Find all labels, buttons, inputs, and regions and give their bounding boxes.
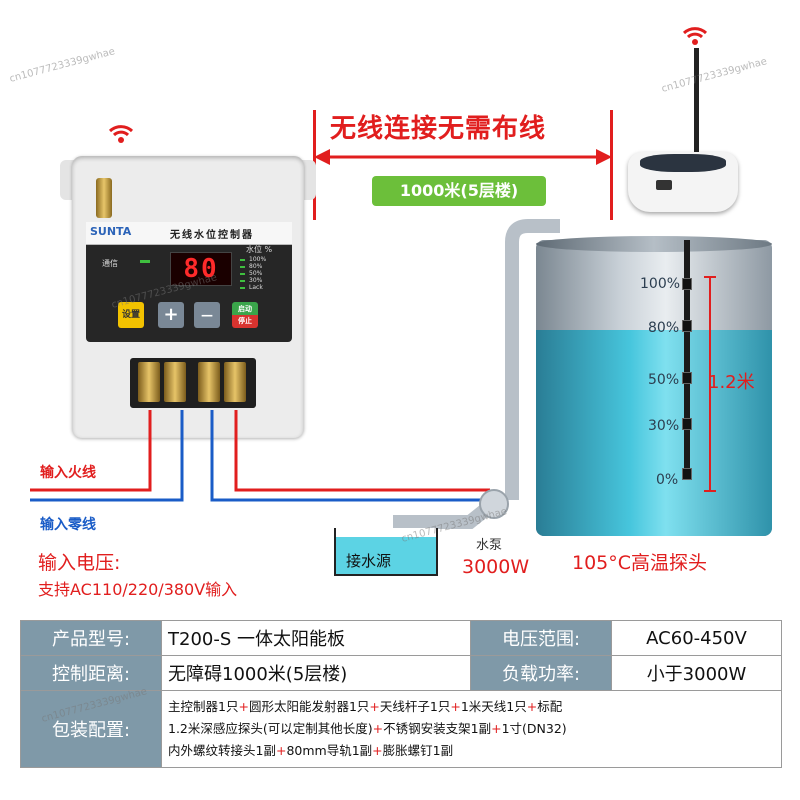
panel-title: 无线水位控制器 bbox=[170, 230, 254, 241]
tank-level-label: 100% bbox=[640, 276, 681, 292]
distance-arrow bbox=[314, 146, 612, 168]
wireless-headline: 无线连接无需布线 bbox=[330, 114, 547, 144]
antenna-rod bbox=[694, 48, 699, 174]
plus-button[interactable]: + bbox=[158, 302, 184, 328]
terminal-screw bbox=[224, 362, 246, 402]
package-item: 1寸(DN32) bbox=[501, 721, 567, 736]
probe-length: 1.2米 bbox=[708, 372, 755, 393]
voltage-support: 支持AC110/220/380V输入 bbox=[38, 580, 238, 599]
package-item: 主控制器1只 bbox=[168, 699, 239, 714]
level-indicator: 80% bbox=[240, 263, 266, 270]
level-indicator: 50% bbox=[240, 270, 266, 277]
distance-value: 无障碍1000米(5层楼) bbox=[161, 655, 471, 691]
comm-label: 通信 bbox=[102, 259, 118, 268]
level-indicator: 100% bbox=[240, 256, 266, 263]
spec-table: 产品型号: T200-S 一体太阳能板 电压范围: AC60-450V 控制距离… bbox=[20, 620, 782, 768]
arrow-bound-right bbox=[610, 110, 613, 220]
start-label: 启动 bbox=[238, 305, 252, 313]
probe-sensor bbox=[682, 278, 692, 290]
terminal-screw bbox=[164, 362, 186, 402]
comm-indicator-icon bbox=[140, 260, 150, 263]
distance-badge: 1000米(5层楼) bbox=[372, 176, 546, 206]
table-row: 包装配置: 主控制器1只+圆形太阳能发射器1只+天线杆子1只+1米天线1只+标配… bbox=[20, 690, 782, 768]
probe-sensor bbox=[682, 468, 692, 480]
tank-level-label: 80% bbox=[648, 320, 680, 336]
table-row: 产品型号: T200-S 一体太阳能板 电压范围: AC60-450V bbox=[20, 620, 782, 656]
minus-button[interactable]: — bbox=[194, 302, 220, 328]
voltage-value: AC60-450V bbox=[611, 620, 782, 656]
terminal-screw bbox=[198, 362, 220, 402]
voltage-title: 输入电压: bbox=[38, 552, 121, 574]
package-item: 不锈钢安装支架1副 bbox=[383, 721, 492, 736]
pump-power: 3000W bbox=[462, 556, 530, 578]
level-indicator: Lack bbox=[240, 284, 266, 291]
set-button[interactable]: 设置 bbox=[118, 302, 144, 328]
package-item: 1米天线1只 bbox=[460, 699, 527, 714]
package-item: 天线杆子1只 bbox=[379, 699, 451, 714]
package-item: 膨胀螺钉1副 bbox=[382, 743, 454, 758]
probe-sensor bbox=[682, 372, 692, 384]
wifi-icon bbox=[108, 122, 134, 148]
tank-level-label: 50% bbox=[648, 372, 680, 388]
stop-label: 停止 bbox=[238, 317, 252, 325]
tank-lid bbox=[536, 236, 772, 252]
tank-level-label: 0% bbox=[656, 472, 679, 488]
terminal-screw bbox=[138, 362, 160, 402]
tank-water bbox=[536, 330, 772, 536]
probe-sensor bbox=[682, 320, 692, 332]
brand-logo: SUNTA bbox=[90, 225, 132, 238]
probe-note: 105°C高温探头 bbox=[572, 552, 708, 574]
start-stop-button[interactable]: 启动 停止 bbox=[232, 302, 258, 328]
distance-label: 控制距离: bbox=[20, 655, 162, 691]
panel-header bbox=[86, 222, 292, 245]
level-indicator: 30% bbox=[240, 277, 266, 284]
model-value: T200-S 一体太阳能板 bbox=[161, 620, 471, 656]
load-value: 小于3000W bbox=[611, 655, 782, 691]
antenna-connector bbox=[96, 178, 112, 218]
package-item: 标配 bbox=[537, 699, 563, 714]
package-label: 包装配置: bbox=[20, 690, 162, 768]
level-header: 水位 % bbox=[246, 245, 273, 254]
level-indicator-list: 100% 80% 50% 30% Lack bbox=[240, 256, 266, 291]
voltage-label: 电压范围: bbox=[470, 620, 612, 656]
level-display: 80 bbox=[170, 252, 232, 286]
package-item: 圆形太阳能发射器1只 bbox=[248, 699, 370, 714]
water-source-label: 接水源 bbox=[346, 552, 392, 570]
model-label: 产品型号: bbox=[20, 620, 162, 656]
water-source-basin bbox=[334, 528, 438, 576]
probe-rod bbox=[684, 240, 690, 476]
pump-label: 水泵 bbox=[476, 538, 503, 553]
live-wire-label: 输入火线 bbox=[40, 465, 96, 481]
solar-transmitter bbox=[628, 152, 738, 212]
package-contents: 主控制器1只+圆形太阳能发射器1只+天线杆子1只+1米天线1只+标配 1.2米深… bbox=[161, 690, 782, 768]
neutral-wire-label: 输入零线 bbox=[40, 517, 96, 533]
package-item: 80mm导轨1副 bbox=[286, 743, 373, 758]
probe-sensor bbox=[682, 418, 692, 430]
load-label: 负载功率: bbox=[470, 655, 612, 691]
wifi-icon bbox=[682, 24, 708, 50]
probe-length-bracket bbox=[704, 276, 716, 492]
package-item: 1.2米深感应探头(可以定制其他长度) bbox=[168, 721, 373, 736]
table-row: 控制距离: 无障碍1000米(5层楼) 负载功率: 小于3000W bbox=[20, 655, 782, 691]
tank-level-label: 30% bbox=[648, 418, 680, 434]
package-item: 内外螺纹转接头1副 bbox=[168, 743, 276, 758]
